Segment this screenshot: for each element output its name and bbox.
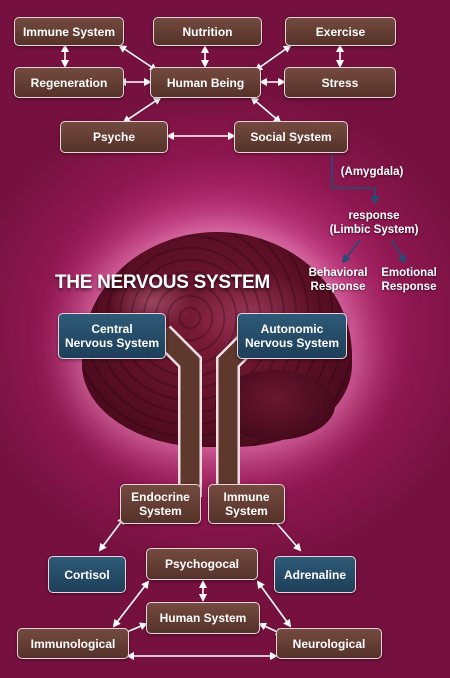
node-immune-system-lower: Immune System bbox=[208, 484, 285, 524]
node-central-nervous-system: Central Nervous System bbox=[58, 313, 166, 359]
label-emotional-response: Emotional Response bbox=[372, 266, 446, 294]
node-human-being: Human Being bbox=[150, 67, 261, 98]
arrow-human-psyche bbox=[122, 96, 162, 124]
node-social-system: Social System bbox=[234, 121, 348, 153]
endocrine-line1: Endocrine bbox=[131, 490, 190, 504]
central-line2: Nervous System bbox=[64, 336, 160, 350]
arrow-endocrine-cortisol bbox=[98, 516, 126, 552]
arrow-immune-human bbox=[118, 44, 158, 72]
node-autonomic-nervous-system: Autonomic Nervous System bbox=[237, 313, 347, 359]
label-behavioral-line1: Behavioral bbox=[308, 267, 368, 279]
node-regeneration: Regeneration bbox=[14, 67, 124, 98]
label-amygdala: (Amygdala) bbox=[340, 166, 404, 178]
node-cortisol: Cortisol bbox=[48, 556, 126, 593]
node-immune-system: Immune System bbox=[14, 17, 124, 46]
label-behavioral-response: Behavioral Response bbox=[300, 266, 376, 294]
label-behavioral-line2: Response bbox=[310, 281, 366, 293]
node-neurological: Neurological bbox=[276, 628, 382, 659]
limbic-arrows bbox=[331, 154, 407, 264]
node-psyche: Psyche bbox=[60, 121, 168, 153]
label-emotional-line2: Response bbox=[381, 281, 437, 293]
node-exercise: Exercise bbox=[285, 17, 396, 46]
label-response-line2: (Limbic System) bbox=[329, 224, 419, 236]
arrow-psych-immuno bbox=[112, 580, 150, 628]
node-human-system: Human System bbox=[146, 602, 260, 634]
node-endocrine-system: Endocrine System bbox=[120, 484, 201, 524]
node-psychogocal: Psychogocal bbox=[146, 548, 258, 580]
node-nutrition: Nutrition bbox=[153, 17, 262, 46]
autonomic-line1: Autonomic bbox=[260, 322, 324, 336]
autonomic-line2: Nervous System bbox=[244, 336, 340, 350]
endocrine-line2: System bbox=[139, 504, 182, 518]
central-line1: Central bbox=[91, 322, 133, 336]
arrow-exercise-human bbox=[254, 44, 292, 72]
diagram-title: THE NERVOUS SYSTEM bbox=[55, 272, 270, 293]
top-arrows bbox=[61, 44, 344, 140]
node-adrenaline: Adrenaline bbox=[274, 556, 356, 593]
arrow-response-emotional bbox=[391, 239, 407, 264]
label-response: response (Limbic System) bbox=[312, 209, 436, 237]
bottom-arrows bbox=[98, 516, 302, 660]
arrow-human-social bbox=[250, 96, 282, 124]
immune-lower-line2: System bbox=[225, 504, 268, 518]
node-stress: Stress bbox=[284, 67, 396, 98]
arrow-psych-neuro bbox=[256, 580, 292, 628]
arrow-social-response bbox=[331, 154, 380, 205]
label-response-line1: response bbox=[348, 210, 400, 222]
label-emotional-line1: Emotional bbox=[381, 267, 437, 279]
immune-lower-line1: Immune bbox=[223, 490, 270, 504]
node-immunological: Immunological bbox=[17, 628, 129, 659]
arrow-response-behavioral bbox=[341, 239, 361, 264]
